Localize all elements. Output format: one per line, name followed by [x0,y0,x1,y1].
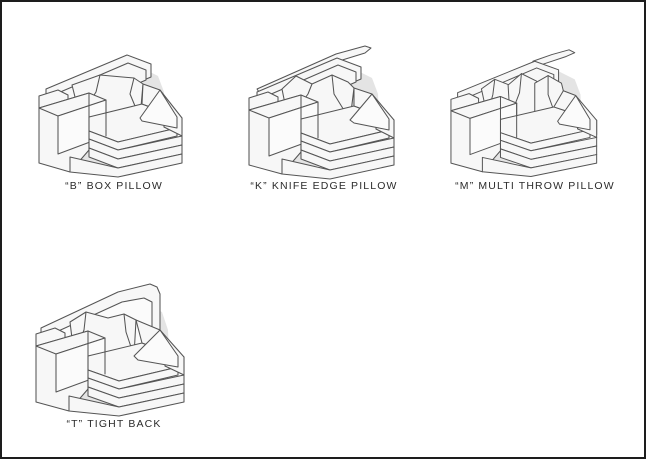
sofa-multi-throw-pillow-icon [430,32,640,180]
option-box-pillow[interactable]: “B” BOX PILLOW [14,32,214,202]
option-label-box-pillow: “B” BOX PILLOW [65,180,163,192]
option-tight-back[interactable]: “T” TIGHT BACK [14,270,214,440]
option-label-tight-back: “T” TIGHT BACK [66,418,162,430]
sofa-box-pillow-icon [14,32,214,180]
sofa-tight-back-icon [14,270,214,418]
option-label-knife-edge-pillow: “K” KNIFE EDGE PILLOW [250,180,398,192]
option-label-multi-throw-pillow: “M” MULTI THROW PILLOW [455,180,615,192]
option-multi-throw-pillow[interactable]: “M” MULTI THROW PILLOW [430,32,640,202]
option-knife-edge-pillow[interactable]: “K” KNIFE EDGE PILLOW [224,32,424,202]
sofa-knife-edge-pillow-icon [224,32,424,180]
